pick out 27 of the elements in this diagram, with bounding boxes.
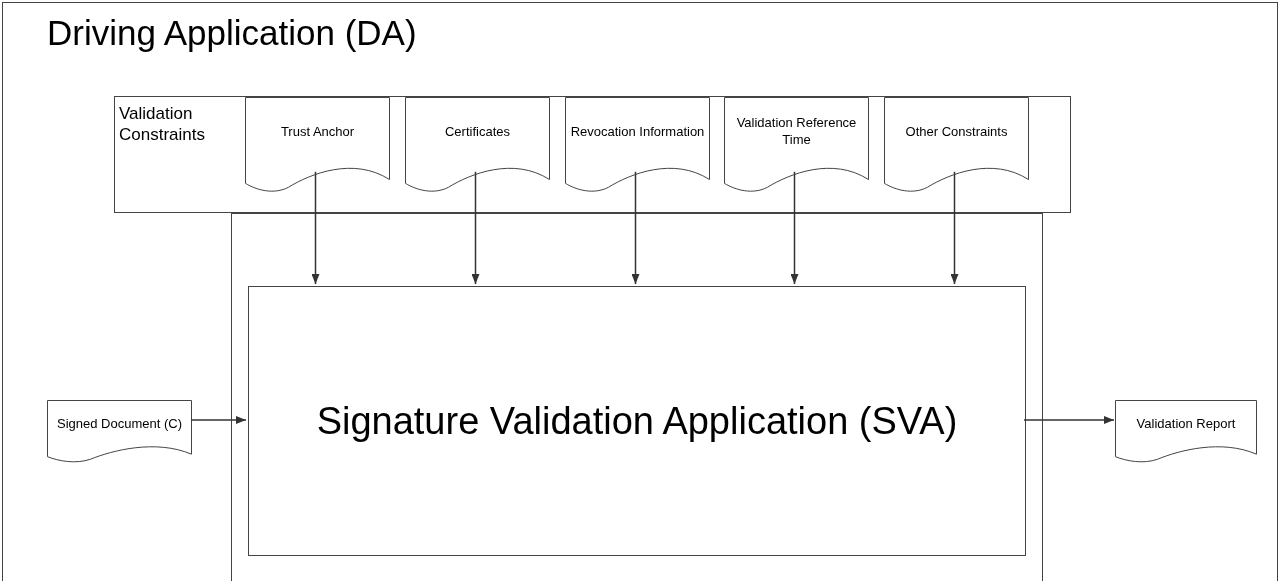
- document-label: Revocation Information: [569, 122, 706, 141]
- constraints-panel: [114, 96, 1071, 213]
- application-panel: [231, 213, 1043, 581]
- document-label: Certificates: [444, 122, 511, 141]
- arrow: [950, 171, 959, 285]
- document-shape: [565, 97, 710, 193]
- document-shape: [1115, 400, 1257, 463]
- process-box: [248, 286, 1026, 556]
- arrow: [311, 171, 320, 285]
- arrow: [631, 171, 640, 285]
- document-shape: [245, 97, 390, 193]
- frame-title: Driving Application (DA): [47, 13, 417, 53]
- document-label: Other Constraints: [904, 122, 1009, 141]
- document-label: Validation Report: [1135, 415, 1237, 434]
- document-shape: [405, 97, 550, 193]
- process-label: Signature Validation Application (SVA): [315, 398, 959, 444]
- document-label: Validation Reference Time: [735, 114, 858, 149]
- arrow: [471, 171, 480, 285]
- arrow: [790, 171, 799, 285]
- panel-heading: Validation Constraints: [119, 103, 206, 145]
- document-label: Trust Anchor: [279, 122, 356, 141]
- document-shape: [724, 97, 869, 193]
- document-shape: [47, 400, 192, 463]
- document-shape: [884, 97, 1029, 193]
- document-label: Signed Document (C): [56, 415, 183, 434]
- arrow: [190, 416, 247, 424]
- arrow: [1023, 416, 1115, 424]
